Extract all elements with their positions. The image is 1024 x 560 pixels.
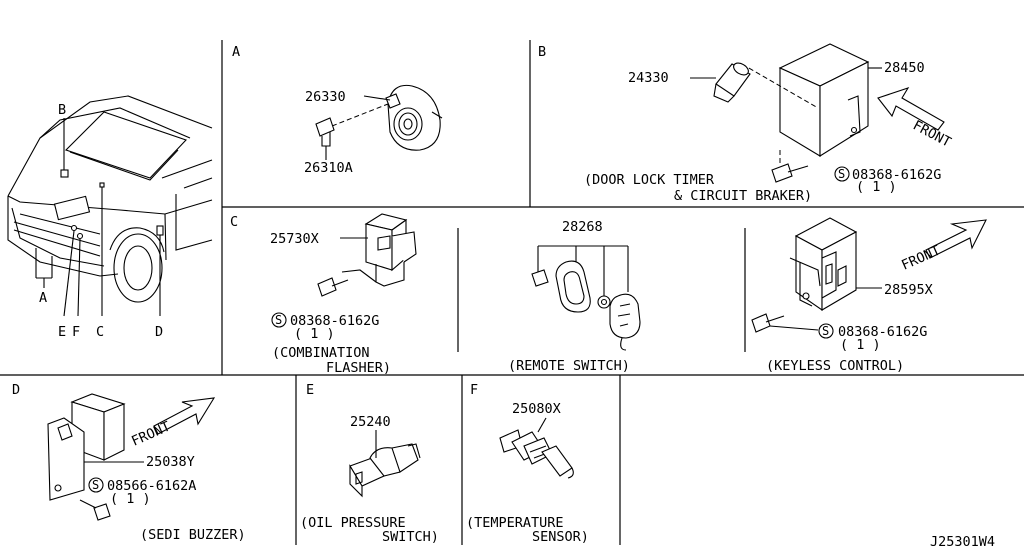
bolt-symbol-d-letter: S [92, 478, 99, 492]
caption-oil-pressure-switch-2: SWITCH) [382, 529, 439, 545]
caption-combination-flasher-2: FLASHER) [326, 360, 391, 376]
part-26330: 26330 [305, 89, 346, 105]
bolt-symbol-keyless-letter: S [822, 324, 829, 338]
combination-flasher-illustration [317, 213, 417, 297]
vehicle-label-b: B [58, 102, 66, 118]
vehicle-label-f: F [72, 324, 80, 340]
caption-door-lock-timer-2: & CIRCUIT BRAKER) [674, 188, 812, 204]
section-c-letter: C [230, 214, 238, 230]
caption-door-lock-timer-1: (DOOR LOCK TIMER [584, 172, 715, 188]
vehicle-label-a: A [39, 290, 47, 306]
drawing-number: J25301W4 [930, 534, 995, 550]
front-arrow-keyless [925, 219, 987, 259]
bolt-qty-d: ( 1 ) [110, 491, 151, 507]
vehicle-label-e: E [58, 324, 66, 340]
caption-temperature-sensor-1: (TEMPERATURE [466, 515, 564, 531]
vehicle-label-c: C [96, 324, 104, 340]
caption-remote-switch: (REMOTE SWITCH) [508, 358, 630, 374]
section-d-letter: D [12, 382, 20, 398]
section-a-letter: A [232, 44, 240, 60]
bolt-part-d: 08566-6162A [107, 478, 196, 494]
bolt-symbol-d [88, 477, 104, 493]
bolt-symbol-b [834, 166, 850, 182]
section-b-letter: B [538, 44, 546, 60]
caption-keyless-control: (KEYLESS CONTROL) [766, 358, 904, 374]
front-label-keyless: FRONT [899, 243, 943, 274]
bolt-symbol-keyless [818, 323, 834, 339]
remote-switch-illustration [531, 245, 641, 351]
bolt-symbol-b-letter: S [838, 167, 845, 181]
part-25730x: 25730X [270, 231, 319, 247]
caption-combination-flasher-1: (COMBINATION [272, 345, 370, 361]
panel-dividers [0, 40, 1024, 545]
oil-pressure-switch-illustration [349, 443, 421, 498]
bolt-qty-b: ( 1 ) [856, 179, 897, 195]
caption-oil-pressure-switch-1: (OIL PRESSURE [300, 515, 406, 531]
section-e-letter: E [306, 382, 314, 398]
front-arrow-d [153, 397, 216, 435]
front-arrow-b [877, 87, 945, 131]
front-label-d: FRONT [129, 419, 173, 450]
caption-temperature-sensor-2: SENSOR) [532, 529, 589, 545]
bolt-qty-c: ( 1 ) [294, 326, 335, 342]
vehicle-illustration [7, 95, 213, 317]
part-28595x: 28595X [884, 282, 933, 298]
part-24330: 24330 [628, 70, 669, 86]
part-25240: 25240 [350, 414, 391, 430]
section-f-letter: F [470, 382, 478, 398]
bolt-symbol-c-letter: S [275, 313, 282, 327]
part-25038y: 25038Y [146, 454, 195, 470]
bolt-part-b: 08368-6162G [852, 167, 941, 183]
part-26310a: 26310A [304, 160, 353, 176]
sedi-buzzer-illustration [47, 393, 126, 521]
part-28450: 28450 [884, 60, 925, 76]
door-lock-timer-illustration [713, 43, 882, 183]
part-28268: 28268 [562, 219, 603, 235]
bolt-part-c: 08368-6162G [290, 313, 379, 329]
bolt-part-keyless: 08368-6162G [838, 324, 927, 340]
temperature-sensor-illustration [499, 417, 574, 479]
horn-illustration [315, 84, 443, 160]
keyless-control-illustration [751, 217, 882, 333]
bolt-symbol-c [271, 312, 287, 328]
bolt-qty-keyless: ( 1 ) [840, 337, 881, 353]
vehicle-label-d: D [155, 324, 163, 340]
caption-sedi-buzzer: (SEDI BUZZER) [140, 527, 246, 543]
part-25080x: 25080X [512, 401, 561, 417]
